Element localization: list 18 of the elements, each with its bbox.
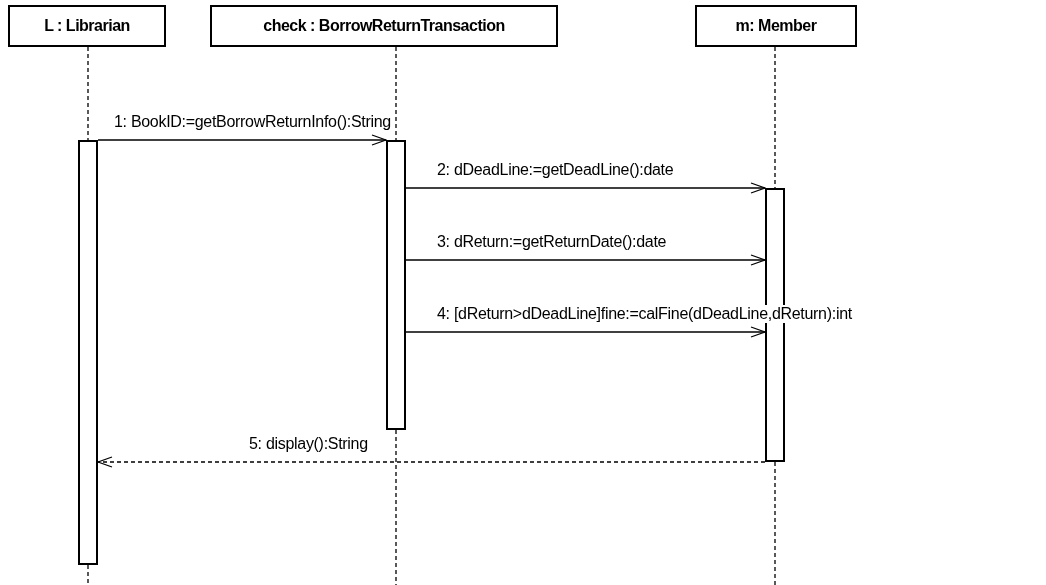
lifeline bbox=[395, 46, 397, 141]
message-label: 2: dDeadLine:=getDeadLine():date bbox=[436, 161, 675, 179]
message-arrow bbox=[405, 254, 766, 266]
message-label: 4: [dReturn>dDeadLine]fine:=calFine(dDeadLine,dReturn):int bbox=[436, 305, 853, 323]
message-label: 3: dReturn:=getReturnDate():date bbox=[436, 233, 668, 251]
object-box: m: Member bbox=[695, 5, 857, 47]
message-arrow bbox=[97, 456, 766, 468]
message-label: 5: display():String bbox=[248, 435, 369, 453]
activation-bar bbox=[78, 140, 98, 565]
lifeline bbox=[87, 46, 89, 141]
message-arrow bbox=[97, 134, 387, 146]
message-arrow bbox=[405, 326, 766, 338]
message-arrow bbox=[405, 182, 766, 194]
message-label: 1: BookID:=getBorrowReturnInfo():String bbox=[113, 113, 392, 131]
lifeline bbox=[774, 46, 776, 189]
activation-bar bbox=[386, 140, 406, 430]
object-box: check : BorrowReturnTransaction bbox=[210, 5, 558, 47]
object-box: L : Librarian bbox=[8, 5, 166, 47]
